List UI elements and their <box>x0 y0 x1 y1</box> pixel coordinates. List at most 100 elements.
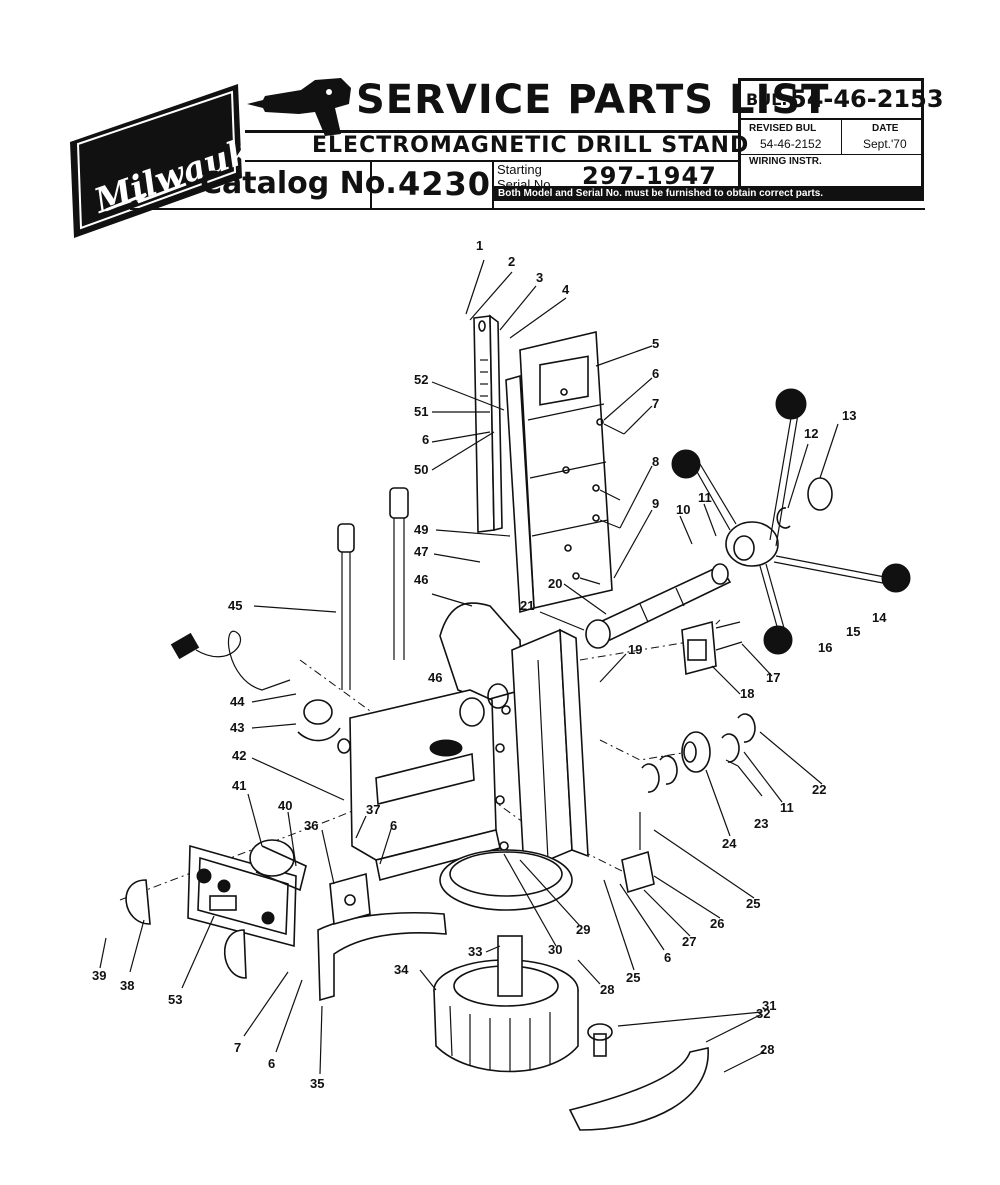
gear-assembly <box>641 713 756 793</box>
callout-42a: 46 <box>414 572 428 587</box>
callout-8: 12 <box>804 426 818 441</box>
catalog-label: Catalog No. <box>200 166 397 201</box>
callout-5: 9 <box>652 496 659 511</box>
callout-1: 5 <box>652 336 659 351</box>
callout-2e: 6 <box>268 1056 275 1071</box>
callout-25: 29 <box>576 922 590 937</box>
callout-34: 38 <box>120 978 134 993</box>
drill-icon <box>247 78 351 136</box>
callout-46: 51 <box>414 404 428 419</box>
callout-51: 3 <box>536 270 543 285</box>
callout-47: 52 <box>414 372 428 387</box>
header-bottom-rule <box>130 208 925 210</box>
callout-38: 42 <box>232 748 246 763</box>
callout-44: 49 <box>414 522 428 537</box>
date-value: Sept.'70 <box>863 137 907 151</box>
callout-22: 26 <box>710 916 724 931</box>
date-label: DATE <box>872 123 899 134</box>
callout-24b: 28 <box>760 1042 774 1057</box>
callout-29: 33 <box>468 944 482 959</box>
callout-leaders <box>99 259 839 1075</box>
callout-40: 44 <box>230 694 245 709</box>
callout-36: 40 <box>278 798 292 813</box>
bulletin-rule <box>738 118 924 120</box>
callout-20: 24 <box>722 836 737 851</box>
revised-label: REVISED BUL <box>749 123 817 134</box>
switch-box <box>681 620 743 676</box>
callout-50: 2 <box>508 254 515 269</box>
rack-bar <box>473 314 503 533</box>
main-frame <box>337 602 523 881</box>
callout-9: 13 <box>842 408 856 423</box>
callout-2c: 6 <box>390 818 397 833</box>
slide-screws <box>572 418 625 585</box>
page-title: SERVICE PARTS LIST <box>356 77 830 123</box>
catalog-top-rule <box>245 160 738 162</box>
callout-10: 14 <box>872 610 887 625</box>
serial-divider <box>492 160 494 208</box>
milwaukee-logo: Milwaukee <box>70 84 246 238</box>
callout-7b: 11 <box>780 800 794 815</box>
callout-35: 39 <box>92 968 106 983</box>
base-plate <box>439 849 573 911</box>
callout-26: 30 <box>548 942 562 957</box>
callout-6: 10 <box>676 502 690 517</box>
callout-15: 19 <box>628 642 642 657</box>
callout-2a: 6 <box>652 366 659 381</box>
catalog-number: 4230 <box>398 165 492 203</box>
callout-31: 35 <box>310 1076 324 1091</box>
half-disc <box>223 929 247 979</box>
callout-32: 36 <box>304 818 318 833</box>
handle-knob-top <box>775 388 807 420</box>
callout-numbers: 1 2 3 4 5 6 7 8 9 10 11 12 13 14 15 16 1… <box>92 238 887 1091</box>
callout-17: 21 <box>520 598 534 613</box>
callout-52: 4 <box>562 282 570 297</box>
power-cord <box>170 630 341 742</box>
clamp-block <box>621 850 655 894</box>
slide-carriage <box>505 331 613 614</box>
callout-43: 47 <box>414 544 428 559</box>
callout-14: 18 <box>740 686 754 701</box>
revised-number: 54-46-2152 <box>760 137 822 151</box>
notice-bar: Both Model and Serial No. must be furnis… <box>492 186 924 201</box>
callout-12: 16 <box>818 640 832 655</box>
callout-49: 1 <box>476 238 483 253</box>
callout-11: 15 <box>846 624 860 639</box>
callout-28: 32 <box>756 1006 770 1021</box>
cover-plate <box>125 879 151 925</box>
nameplate-42 <box>429 739 463 757</box>
callout-27: 31 <box>762 998 776 1013</box>
lower-clamp <box>568 1023 709 1131</box>
callout-37: 41 <box>232 778 246 793</box>
control-panel <box>187 839 307 948</box>
callout-18: 22 <box>812 782 826 797</box>
callout-19: 23 <box>754 816 768 831</box>
handle-hub <box>671 388 911 655</box>
callout-13: 17 <box>766 670 780 685</box>
callout-2d: 6 <box>664 950 671 965</box>
threaded-rods <box>337 487 409 690</box>
callout-39: 43 <box>230 720 244 735</box>
retaining-ring-8 <box>776 507 791 529</box>
assembly-centerline-4 <box>599 739 701 761</box>
callout-21a: 25 <box>746 896 760 911</box>
date-divider <box>841 120 842 154</box>
callout-30: 34 <box>394 962 409 977</box>
magnet-base <box>433 935 579 1073</box>
callout-41: 45 <box>228 598 242 613</box>
callout-4: 8 <box>652 454 659 469</box>
callout-24a: 28 <box>600 982 614 997</box>
callout-3a: 7 <box>652 396 659 411</box>
page-subtitle: ELECTROMAGNETIC DRILL STAND <box>312 133 750 158</box>
catalog-divider <box>370 160 372 208</box>
gear-9 <box>807 477 833 511</box>
column-ways <box>495 628 589 872</box>
cord-clamp <box>303 699 333 725</box>
callout-45: 50 <box>414 462 428 477</box>
handle-knob-left <box>671 449 701 479</box>
callout-23: 27 <box>682 934 696 949</box>
wiring-label: WIRING INSTR. <box>749 156 822 167</box>
callout-53: 53 <box>168 992 182 1007</box>
starting-label: Starting <box>497 162 542 177</box>
callout-7a: 11 <box>698 490 712 505</box>
